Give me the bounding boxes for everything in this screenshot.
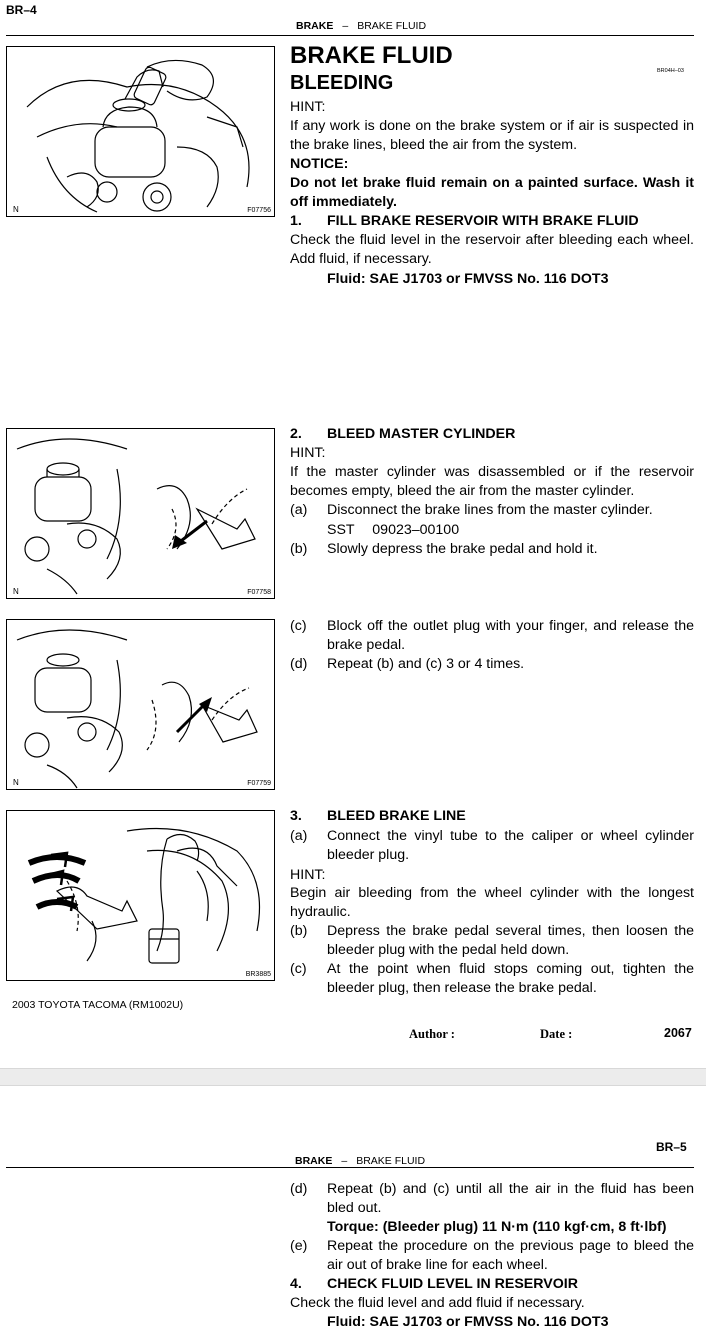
substep-label: (a): [290, 828, 308, 844]
section-label: BRAKE: [296, 20, 334, 32]
step-4-fluid-spec: Fluid: SAE J1703 or FMVSS No. 116 DOT3: [327, 1314, 609, 1330]
master-cylinder-press-illustration: [16, 438, 256, 595]
footer-model: 2003 TOYOTA TACOMA (RM1002U): [12, 999, 184, 1011]
notice-label: NOTICE:: [290, 156, 349, 172]
step-1-fluid-spec: Fluid: SAE J1703 or FMVSS No. 116 DOT3: [327, 271, 609, 287]
footer-author: Author :: [409, 1027, 455, 1041]
substep-text: Connect the vinyl tube to the caliper or…: [327, 828, 694, 864]
substep-3a: (a) Connect the vinyl tube to the calipe…: [290, 827, 694, 865]
page-2-number: BR–5: [656, 1140, 687, 1154]
figure-n-label: N: [13, 205, 19, 214]
step-title: FILL BRAKE RESERVOIR WITH BRAKE FLUID: [327, 213, 639, 229]
figure-code: F07759: [247, 780, 271, 787]
substep-3b: (b) Depress the brake pedal several time…: [290, 922, 694, 960]
substep-text: Disconnect the brake lines from the mast…: [327, 502, 653, 518]
substep-3d: (d) Repeat (b) and (c) until all the air…: [290, 1180, 694, 1218]
figure-n-label: N: [13, 587, 19, 596]
step-1-heading: 1. FILL BRAKE RESERVOIR WITH BRAKE FLUID: [290, 212, 639, 231]
substep-2d: (d) Repeat (b) and (c) 3 or 4 times.: [290, 655, 694, 674]
step-3-heading: 3. BLEED BRAKE LINE: [290, 807, 466, 826]
page-subtitle: BLEEDING: [290, 72, 394, 94]
hint-text: If any work is done on the brake system …: [290, 118, 694, 154]
torque-spec: Torque: (Bleeder plug) 11 N·m (110 kgf·c…: [327, 1219, 667, 1235]
section-sub-label: BRAKE FLUID: [356, 1155, 426, 1167]
substep-text: Depress the brake pedal several times, t…: [327, 923, 694, 959]
section-sub-label: BRAKE FLUID: [357, 20, 427, 32]
substep-text: Repeat (b) and (c) 3 or 4 times.: [327, 656, 525, 672]
substep-label: (d): [290, 1181, 308, 1197]
page-title: BRAKE FLUID: [290, 42, 453, 69]
step-3-hint-label: HINT:: [290, 867, 326, 883]
document-code: BR04H–03: [657, 68, 684, 74]
figure-fill-reservoir: N F07756: [6, 46, 275, 217]
figure-code: F07756: [247, 207, 271, 214]
notice-text: Do not let brake fluid remain on a paint…: [290, 175, 694, 211]
step-1-text: Check the fluid level in the reservoir a…: [290, 232, 694, 268]
substep-label: (d): [290, 656, 308, 672]
footer-page-number: 2067: [664, 1026, 692, 1040]
header-rule: [6, 35, 694, 36]
step-title: BLEED MASTER CYLINDER: [327, 426, 516, 442]
substep-2a: (a) Disconnect the brake lines from the …: [290, 501, 694, 520]
footer-date: Date :: [540, 1027, 573, 1041]
section-label: BRAKE: [295, 1155, 333, 1167]
substep-2b: (b) Slowly depress the brake pedal and h…: [290, 540, 694, 559]
step-4-text: Check the fluid level and add fluid if n…: [290, 1295, 585, 1311]
substep-3c: (c) At the point when fluid stops coming…: [290, 960, 694, 998]
section-header: BRAKE–BRAKE FLUID: [296, 20, 426, 32]
step-title: BLEED BRAKE LINE: [327, 808, 466, 824]
substep-label: (b): [290, 923, 308, 939]
page-separator: [0, 1068, 706, 1086]
brake-line-bleeding-illustration: [27, 827, 260, 964]
figure-code: BR3885: [245, 971, 271, 978]
sst-number: 09023–00100: [372, 522, 460, 538]
substep-text: Repeat (b) and (c) until all the air in …: [327, 1181, 694, 1217]
figure-code: F07758: [247, 589, 271, 596]
step-number: 3.: [290, 808, 302, 824]
step-2-hint-text: If the master cylinder was disassembled …: [290, 464, 694, 500]
section-dash: –: [342, 20, 349, 32]
substep-text: Slowly depress the brake pedal and hold …: [327, 541, 598, 557]
substep-label: (c): [290, 961, 307, 977]
figure-n-label: N: [13, 778, 19, 787]
figure-bleed-brake-line: BR3885: [6, 810, 275, 981]
sst-label: SST: [327, 522, 355, 538]
page-2-section-header: BRAKE–BRAKE FLUID: [295, 1155, 425, 1167]
substep-text: Repeat the procedure on the previous pag…: [327, 1238, 694, 1274]
step-number: 4.: [290, 1276, 302, 1292]
hint-label: HINT:: [290, 99, 326, 115]
substep-text: Block off the outlet plug with your fing…: [327, 618, 694, 654]
sst-line: SST 09023–00100: [327, 521, 459, 540]
step-number: 2.: [290, 426, 302, 442]
substep-label: (a): [290, 502, 308, 518]
substep-3e: (e) Repeat the procedure on the previous…: [290, 1237, 694, 1275]
step-number: 1.: [290, 213, 302, 229]
figure-depress-pedal: N F07758: [6, 428, 275, 599]
section-dash: –: [341, 1155, 348, 1167]
substep-2c: (c) Block off the outlet plug with your …: [290, 617, 694, 655]
master-cylinder-release-illustration: [16, 629, 258, 789]
step-2-hint-label: HINT:: [290, 445, 326, 461]
page-number: BR–4: [6, 3, 37, 17]
substep-label: (e): [290, 1238, 308, 1254]
step-2-heading: 2. BLEED MASTER CYLINDER: [290, 425, 515, 444]
step-4-heading: 4. CHECK FLUID LEVEL IN RESERVOIR: [290, 1275, 578, 1294]
page-2-header-rule: [6, 1167, 694, 1168]
substep-label: (b): [290, 541, 308, 557]
step-title: CHECK FLUID LEVEL IN RESERVOIR: [327, 1276, 578, 1292]
step-3-hint-text: Begin air bleeding from the wheel cylind…: [290, 885, 694, 921]
reservoir-illustration: [26, 59, 250, 213]
substep-label: (c): [290, 618, 307, 634]
substep-text: At the point when fluid stops coming out…: [327, 961, 694, 997]
figure-release-pedal: N F07759: [6, 619, 275, 790]
